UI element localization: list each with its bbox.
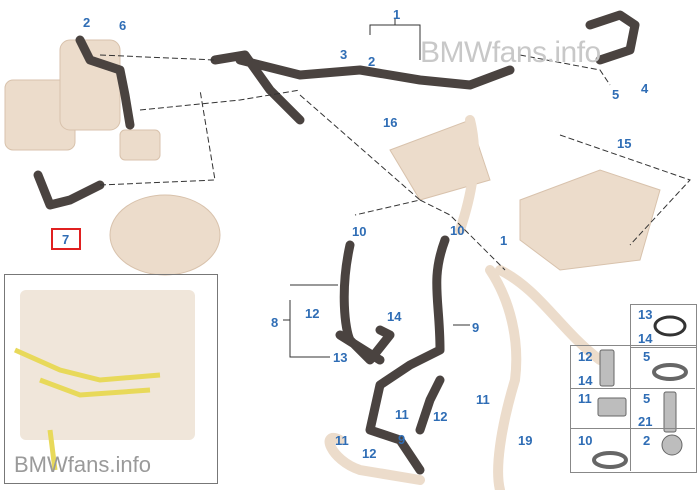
label-9[interactable]: 9 [472, 320, 480, 335]
grid-label-5[interactable]: 5 [643, 391, 651, 406]
label-10[interactable]: 10 [352, 224, 367, 239]
label-8[interactable]: 8 [271, 315, 279, 330]
parts-grid-cell [630, 304, 697, 348]
grid-label-21[interactable]: 21 [638, 414, 653, 429]
hex-bolt-icon [599, 349, 615, 387]
hose-9 [365, 235, 450, 475]
inset-overview-frame [4, 274, 218, 484]
parts-grid [570, 345, 697, 473]
grid-divider [630, 345, 631, 471]
label-2[interactable]: 2 [83, 15, 91, 30]
label-14[interactable]: 14 [387, 309, 402, 324]
label-11[interactable]: 11 [476, 392, 490, 407]
grid-label-10[interactable]: 10 [578, 433, 593, 448]
hose-7 [33, 170, 105, 210]
hose-4 [585, 10, 640, 65]
grid-label-2[interactable]: 2 [643, 433, 651, 448]
watermark: BMWfans.info [420, 36, 601, 69]
hoses [33, 10, 640, 475]
hose-clamp-icon [652, 363, 688, 381]
beige-pipes [324, 115, 605, 490]
grid-divider [570, 388, 695, 389]
label-12[interactable]: 12 [305, 306, 320, 321]
label-3[interactable]: 3 [340, 47, 348, 62]
label-11[interactable]: 11 [335, 433, 349, 448]
engine-components [4, 39, 661, 276]
label-9[interactable]: 9 [398, 432, 406, 447]
spring-clamp-icon [592, 451, 628, 469]
watermark-inset: BMWfans.info [14, 452, 151, 477]
grid-label-12[interactable]: 12 [578, 349, 593, 364]
hose-1 [235, 55, 515, 90]
label-4[interactable]: 4 [641, 81, 649, 96]
leader-lines [99, 54, 691, 271]
grid-label-11[interactable]: 11 [578, 391, 592, 406]
bracket-8 [283, 284, 338, 358]
label-19[interactable]: 19 [518, 433, 533, 448]
hose-8 [335, 240, 395, 365]
label-12[interactable]: 12 [362, 446, 377, 461]
hose-16 [210, 50, 305, 125]
label-7[interactable]: 7 [62, 232, 70, 247]
label-2[interactable]: 2 [368, 54, 376, 69]
label-1[interactable]: 1 [393, 7, 401, 22]
o-ring-icon [653, 315, 687, 337]
highlight-box [51, 228, 81, 250]
label-6[interactable]: 6 [119, 18, 127, 33]
label-11[interactable]: 11 [395, 407, 409, 422]
grid-label-14[interactable]: 14 [638, 331, 653, 346]
grid-label-5[interactable]: 5 [643, 349, 651, 364]
inset-engine [13, 290, 195, 471]
label-15[interactable]: 15 [617, 136, 632, 151]
label-10[interactable]: 10 [450, 223, 465, 238]
parts-grid-icons [592, 315, 688, 469]
label-1[interactable]: 1 [500, 233, 508, 248]
hex-bolt-icon-2 [663, 391, 677, 433]
screw-plug-icon [661, 434, 683, 456]
grid-divider [570, 428, 695, 429]
clip-nut-icon [597, 397, 627, 417]
label-5[interactable]: 5 [612, 87, 620, 102]
grid-label-13[interactable]: 13 [638, 307, 653, 322]
grid-label-14[interactable]: 14 [578, 373, 593, 388]
label-12[interactable]: 12 [433, 409, 448, 424]
bracket-1 [369, 18, 421, 60]
label-16[interactable]: 16 [383, 115, 398, 130]
hose-6 [75, 35, 135, 130]
label-13[interactable]: 13 [333, 350, 348, 365]
